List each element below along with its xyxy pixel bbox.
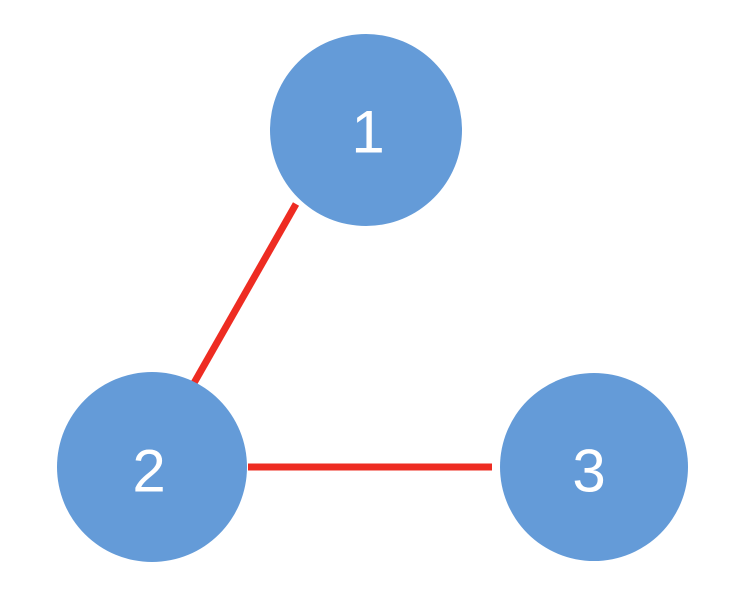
- graph-node-2[interactable]: 2: [57, 372, 247, 562]
- node-label-3: 3: [572, 438, 605, 505]
- node-label-2: 2: [132, 438, 165, 505]
- graph-edge-1-2[interactable]: [190, 202, 300, 385]
- node-label-1: 1: [351, 99, 384, 166]
- node-circle-3[interactable]: [500, 373, 688, 561]
- node-circle-1[interactable]: [270, 34, 462, 226]
- nodes-layer: 1 2 3: [57, 34, 688, 562]
- node-circle-2[interactable]: [57, 372, 247, 562]
- graph-node-1[interactable]: 1: [270, 34, 462, 226]
- edges-layer: [190, 202, 492, 471]
- graph-node-3[interactable]: 3: [500, 373, 688, 561]
